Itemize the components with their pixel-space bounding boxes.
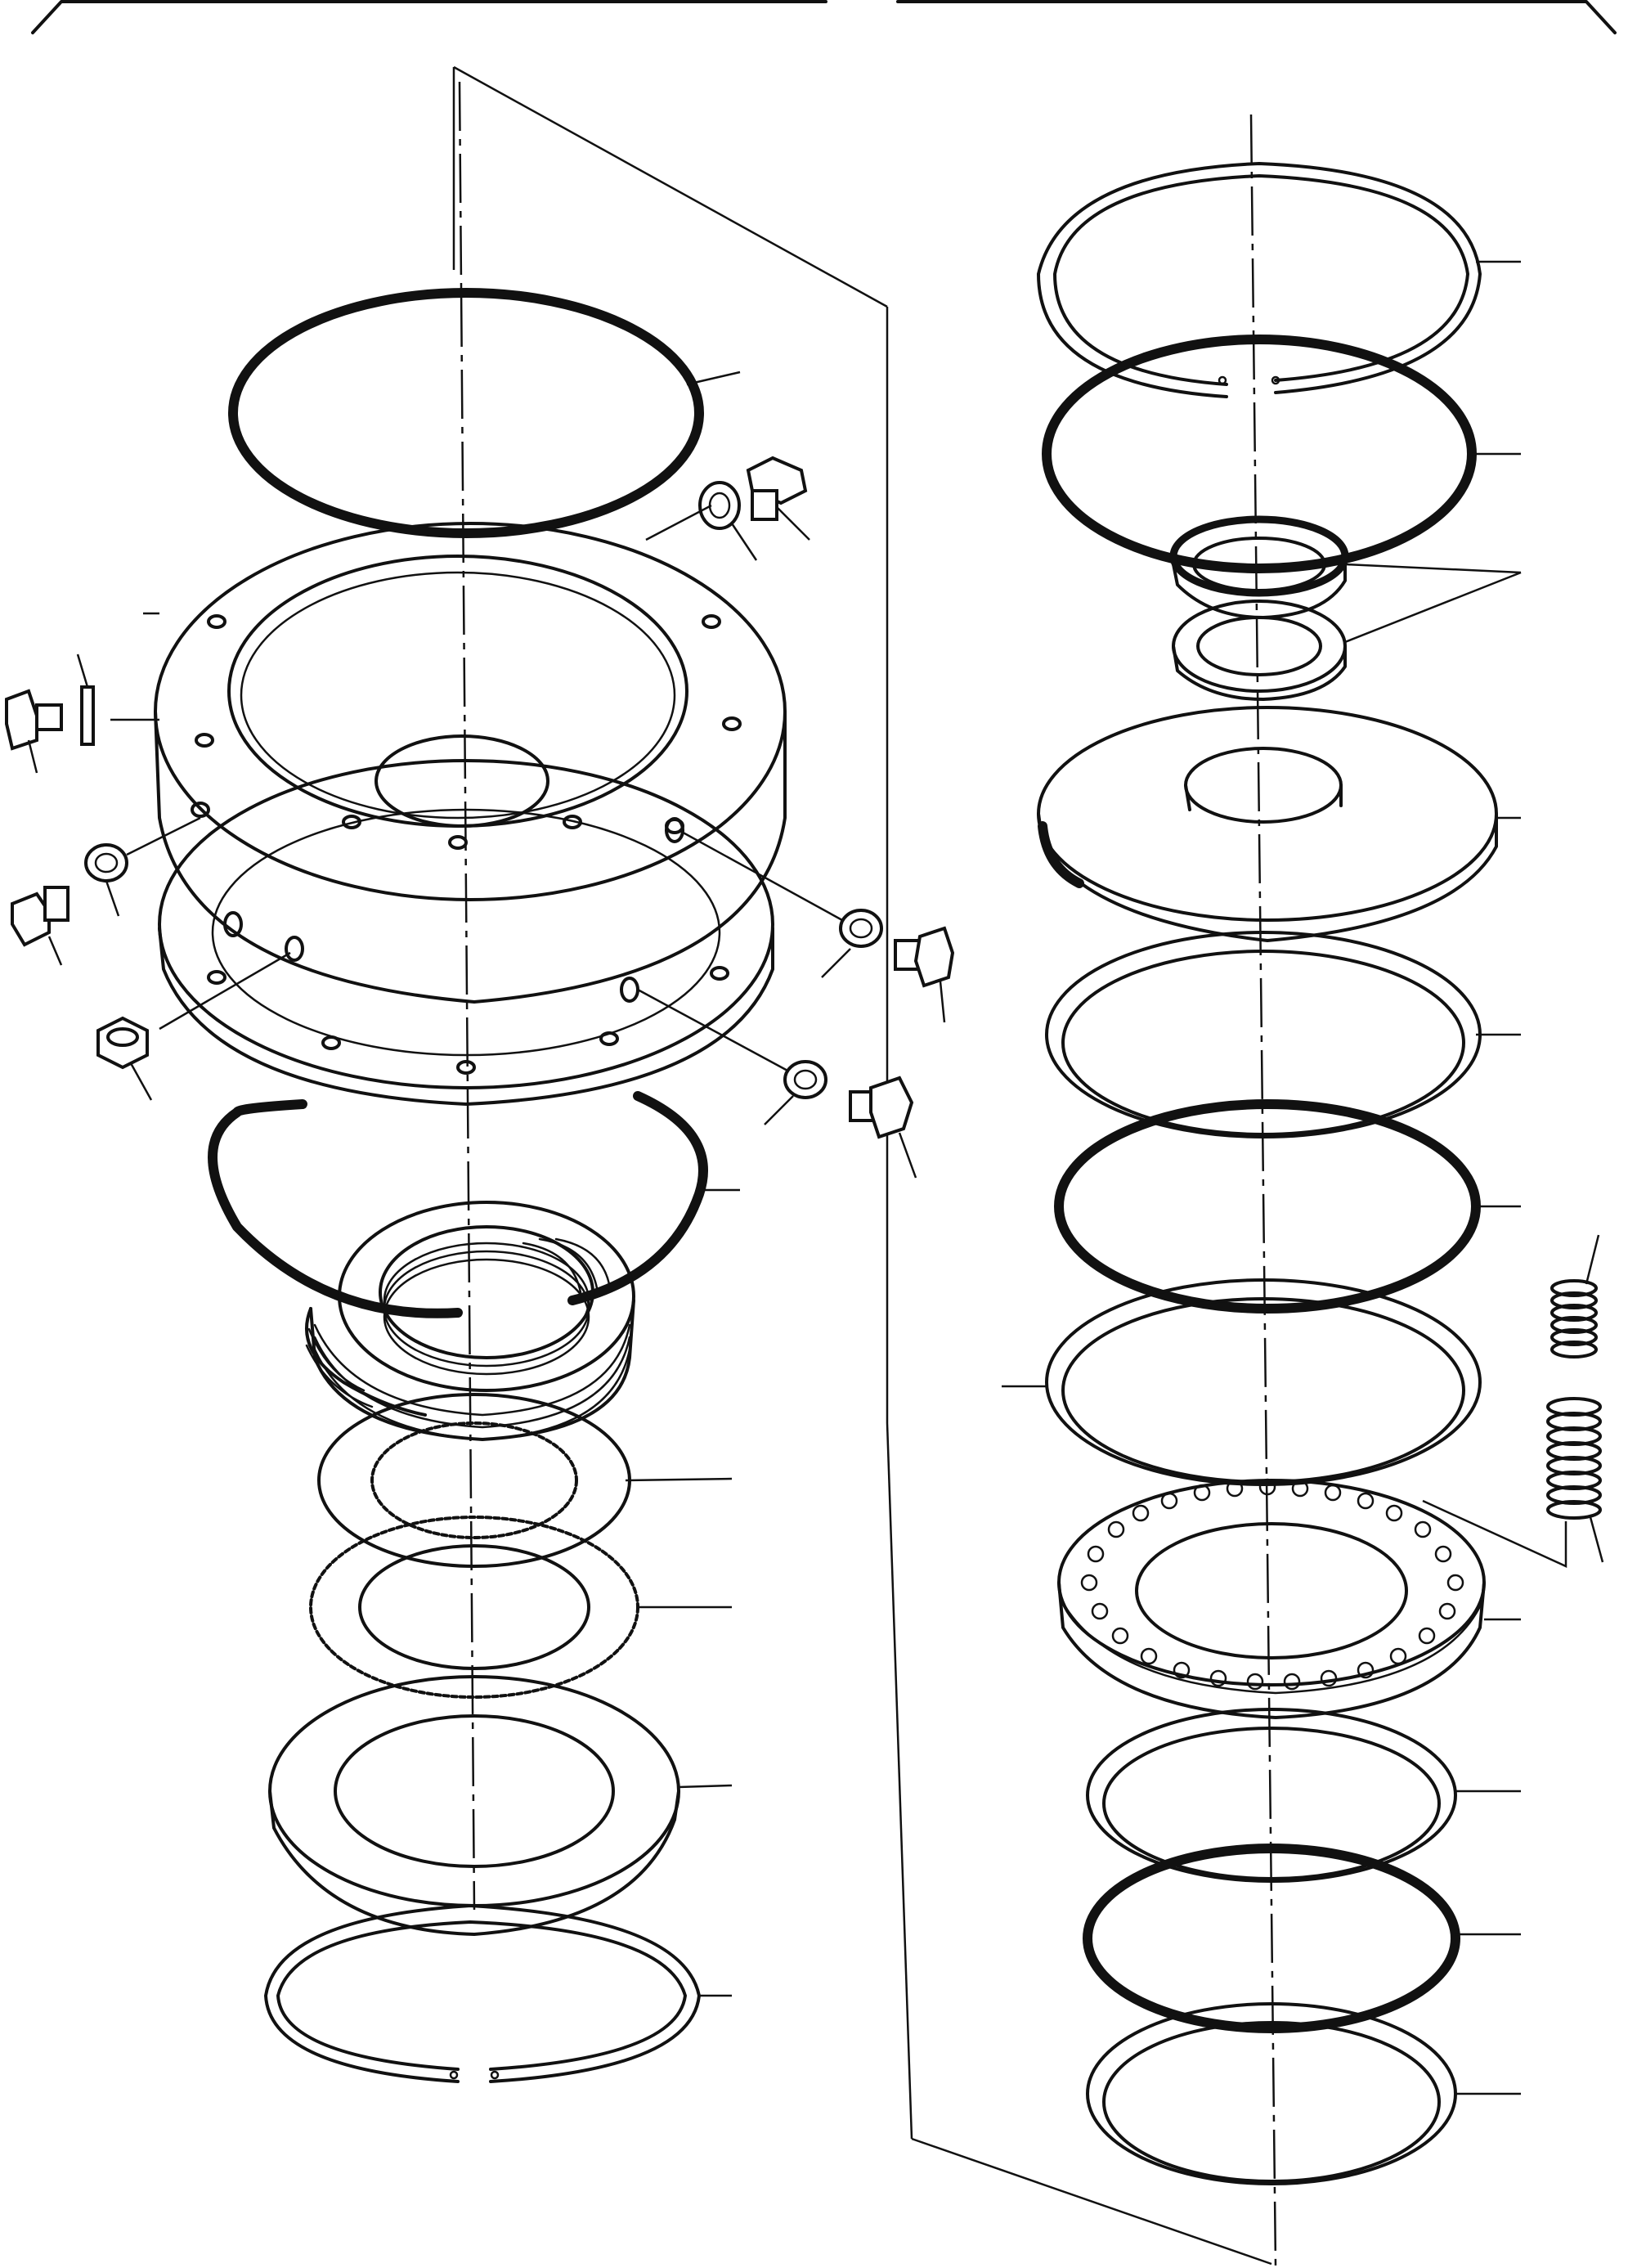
- plug-lower-left: [96, 1016, 153, 1101]
- plug-lower-right: [849, 1076, 917, 1179]
- seal-ring-bottom: [1086, 2002, 1521, 2185]
- leader-housing-port-lower-left: [159, 951, 291, 1031]
- plug-upper-left: [5, 689, 63, 774]
- leader-housing-port-right: [645, 504, 712, 541]
- washer-upper-left: [76, 653, 95, 746]
- o-ring-top-left: [228, 288, 741, 538]
- spring-short: [1550, 1234, 1600, 1359]
- housing: [143, 522, 787, 1106]
- washer-mid-left: [84, 843, 128, 917]
- right-group: [1002, 114, 1604, 2266]
- external-tooth-disc: [309, 1516, 732, 1699]
- backup-ring-upper: [1045, 931, 1521, 1138]
- plug-mid-right: [894, 926, 955, 1023]
- left-center-axis: [458, 81, 476, 1911]
- leader-housing-port-mid-right: [678, 829, 843, 922]
- bearing-pair: [1169, 515, 1522, 701]
- washer-mid-right: [821, 909, 883, 978]
- o-ring-large: [208, 1091, 740, 1318]
- plug-upper-right: [746, 456, 810, 541]
- snap-ring-bottom: [264, 1904, 732, 2083]
- o-ring-lower: [1083, 1844, 1521, 2033]
- o-ring-middle: [1054, 1099, 1521, 1314]
- top-border: [31, 0, 1617, 34]
- right-center-axis: [1249, 114, 1277, 2266]
- left-reference-frame: [452, 65, 1272, 2266]
- leader-spring-pocket: [1422, 1499, 1567, 1568]
- plug-mid-left: [11, 886, 70, 966]
- internal-tooth-disc: [317, 1393, 733, 1568]
- spring-piston: [1057, 1478, 1521, 1719]
- o-ring-top-right: [1042, 335, 1521, 573]
- washer-upper-right: [698, 481, 758, 561]
- thrust-ring: [268, 1675, 733, 1936]
- leader-housing-port-lower-right: [637, 988, 790, 1073]
- piston-plate: [1037, 706, 1521, 942]
- friction-disc-pack: [305, 1201, 635, 1441]
- seal-ring-lower: [1086, 1708, 1521, 1883]
- spring-pockets: [1080, 1478, 1464, 1691]
- washer-lower-right: [764, 1060, 827, 1125]
- left-group: [5, 65, 1272, 2266]
- spring-long: [1546, 1397, 1604, 1563]
- snap-ring-top: [1037, 162, 1521, 398]
- leader-housing-port-mid-left: [126, 816, 201, 856]
